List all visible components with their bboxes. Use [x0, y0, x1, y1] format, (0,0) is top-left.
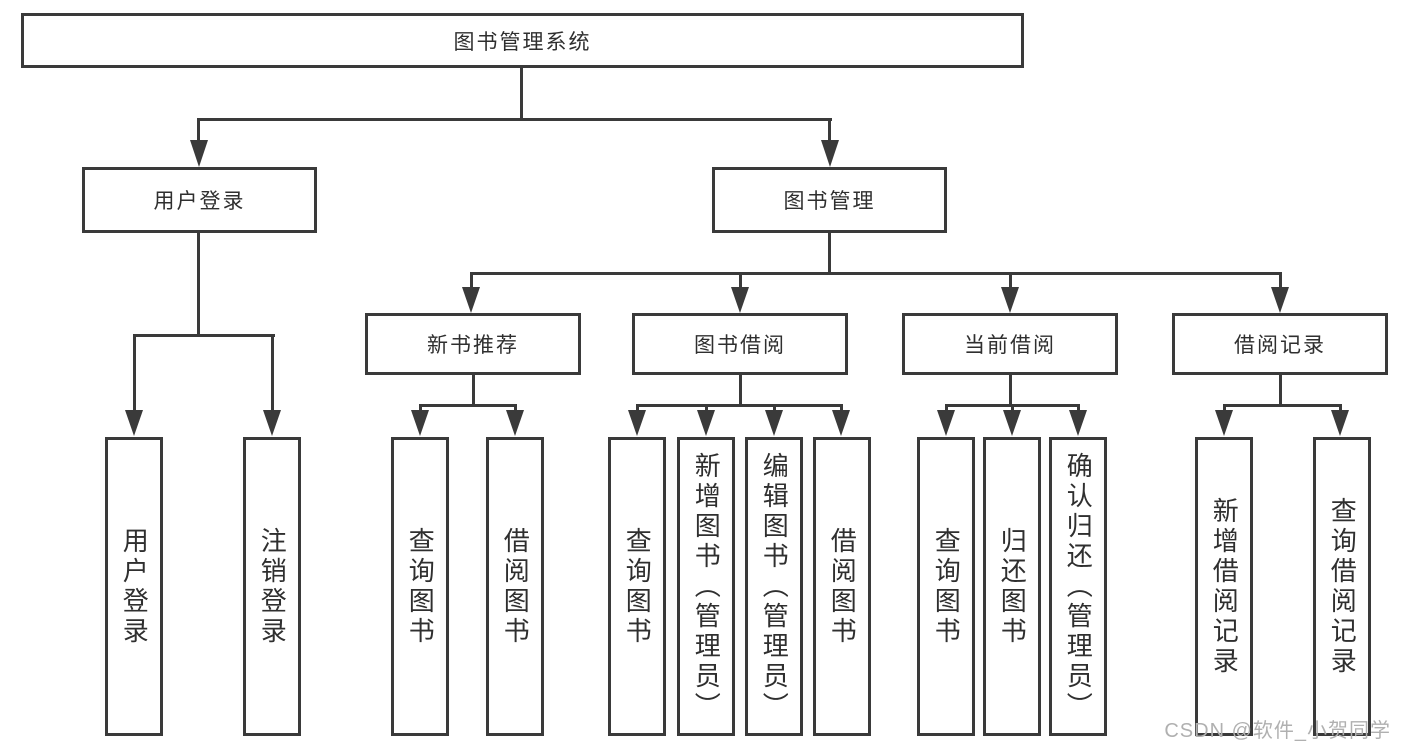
arrow-down-icon — [832, 410, 850, 436]
node-leaf-borrow-books-recommend: 借阅图书 — [486, 437, 544, 736]
arrow-down-icon — [411, 410, 429, 436]
arrow-down-icon — [731, 287, 749, 313]
connector-line — [133, 334, 275, 337]
connector-line — [1011, 404, 1014, 412]
connector-line — [1077, 404, 1080, 412]
connector-line — [197, 233, 200, 337]
connector-line — [705, 404, 708, 412]
node-leaf-user-login: 用户登录 — [105, 437, 163, 736]
node-label: 用户登录 — [153, 190, 246, 213]
node-label: 图书管理系统 — [453, 30, 592, 54]
arrow-down-icon — [1003, 410, 1021, 436]
node-label: 查询借阅记录 — [1327, 496, 1358, 677]
connector-line — [419, 404, 422, 412]
node-label: 图书管理 — [783, 190, 876, 213]
connector-line — [470, 272, 473, 288]
arrow-down-icon — [125, 410, 143, 436]
connector-line — [739, 272, 742, 288]
connector-line — [840, 404, 843, 412]
node-new-book-recommendation: 新书推荐 — [365, 313, 581, 375]
connector-line — [133, 334, 136, 412]
watermark-text: CSDN @软件_小贺同学 — [1164, 720, 1391, 742]
connector-line — [1339, 404, 1342, 412]
connector-line — [514, 404, 517, 412]
node-leaf-edit-books-admin: 编辑图书（管理员） — [745, 437, 803, 736]
node-leaf-add-books-admin: 新增图书（管理员） — [677, 437, 735, 736]
connector-line — [197, 118, 200, 143]
connector-line — [1223, 404, 1226, 412]
node-label: 确认归还（管理员） — [1063, 451, 1094, 722]
node-book-management: 图书管理 — [712, 167, 947, 233]
connector-line — [520, 67, 523, 119]
arrow-down-icon — [1331, 410, 1349, 436]
connector-line — [472, 375, 475, 406]
node-leaf-borrow-books-borrow: 借阅图书 — [813, 437, 871, 736]
connector-line — [1009, 375, 1012, 406]
node-label: 注销登录 — [257, 526, 288, 647]
connector-line — [739, 375, 742, 406]
arrow-down-icon — [697, 410, 715, 436]
node-leaf-add-borrow-record: 新增借阅记录 — [1195, 437, 1253, 736]
node-label: 新增图书（管理员） — [691, 451, 722, 722]
arrow-down-icon — [263, 410, 281, 436]
node-label: 图书借阅 — [694, 334, 786, 357]
node-library-management-system: 图书管理系统 — [21, 13, 1024, 68]
node-label: 借阅图书 — [500, 526, 531, 647]
connector-line — [271, 334, 274, 412]
arrow-down-icon — [1271, 287, 1289, 313]
arrow-down-icon — [628, 410, 646, 436]
node-label: 用户登录 — [119, 526, 150, 647]
node-current-borrowing: 当前借阅 — [902, 313, 1118, 375]
arrow-down-icon — [1215, 410, 1233, 436]
node-label: 新增借阅记录 — [1209, 496, 1240, 677]
node-leaf-return-books: 归还图书 — [983, 437, 1041, 736]
arrow-down-icon — [1069, 410, 1087, 436]
connector-line — [773, 404, 776, 412]
node-book-borrowing: 图书借阅 — [632, 313, 848, 375]
node-label: 归还图书 — [997, 526, 1028, 647]
node-label: 查询图书 — [405, 526, 436, 647]
node-label: 借阅图书 — [827, 526, 858, 647]
connector-line — [945, 404, 948, 412]
node-label: 查询图书 — [622, 526, 653, 647]
connector-line — [1279, 272, 1282, 288]
connector-line — [636, 404, 843, 407]
connector-line — [828, 233, 831, 275]
node-leaf-search-books-current: 查询图书 — [917, 437, 975, 736]
arrow-down-icon — [190, 140, 208, 167]
arrow-down-icon — [765, 410, 783, 436]
node-leaf-search-borrow-record: 查询借阅记录 — [1313, 437, 1371, 736]
arrow-down-icon — [937, 410, 955, 436]
node-label: 当前借阅 — [964, 334, 1056, 357]
connector-line — [1009, 272, 1012, 288]
arrow-down-icon — [821, 140, 839, 167]
connector-line — [197, 118, 832, 121]
node-label: 借阅记录 — [1234, 334, 1326, 357]
arrow-down-icon — [462, 287, 480, 313]
connector-line — [636, 404, 639, 412]
arrow-down-icon — [506, 410, 524, 436]
connector-line — [419, 404, 517, 407]
arrow-down-icon — [1001, 287, 1019, 313]
node-leaf-search-books-borrow: 查询图书 — [608, 437, 666, 736]
node-leaf-logout-login: 注销登录 — [243, 437, 301, 736]
node-leaf-search-books-recommend: 查询图书 — [391, 437, 449, 736]
node-borrowing-records: 借阅记录 — [1172, 313, 1388, 375]
connector-line — [470, 272, 1282, 275]
node-user-login: 用户登录 — [82, 167, 317, 233]
connector-line — [828, 118, 831, 143]
connector-line — [1279, 375, 1282, 406]
node-label: 查询图书 — [931, 526, 962, 647]
connector-line — [1223, 404, 1342, 407]
node-label: 新书推荐 — [427, 334, 519, 357]
node-leaf-confirm-return-admin: 确认归还（管理员） — [1049, 437, 1107, 736]
node-label: 编辑图书（管理员） — [759, 451, 790, 722]
